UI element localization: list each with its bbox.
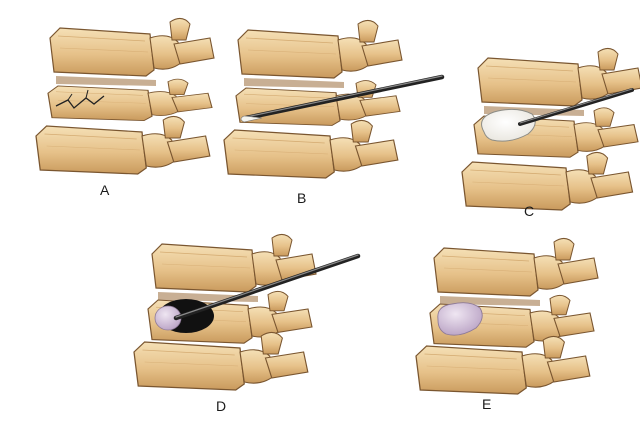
panel-b-illustration — [223, 19, 403, 179]
fracture-line — [55, 95, 105, 109]
panel-label-a: A — [100, 182, 110, 198]
panel-label-e: E — [482, 396, 492, 412]
needle-c — [518, 88, 634, 126]
cement-e — [437, 302, 483, 336]
panel-label-d: D — [216, 398, 227, 414]
needle-b — [240, 74, 445, 123]
balloon-c — [481, 108, 536, 142]
panel-label-c: C — [524, 203, 535, 219]
panel-label-b: B — [297, 190, 307, 206]
panel-a-illustration — [35, 17, 215, 175]
needle-d — [173, 253, 361, 321]
